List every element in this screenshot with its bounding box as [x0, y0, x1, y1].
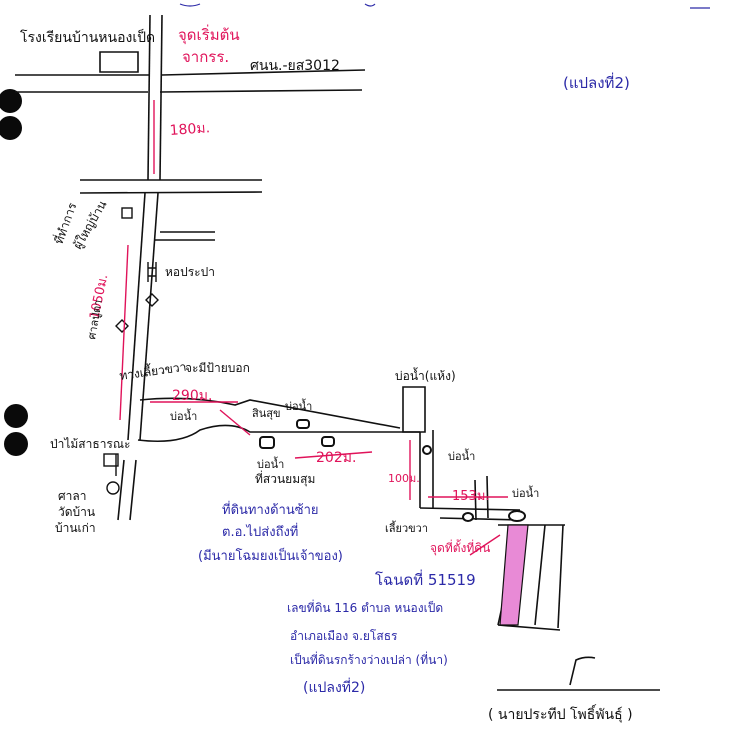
turn-note-label-2: จะมีป้ายบอก: [185, 361, 250, 375]
binder-hole-4: [4, 432, 28, 456]
signer-name: ( นายประทีป โพธิ์พันธุ์ ): [488, 707, 633, 723]
plot-line-3: [557, 524, 564, 629]
arrow-1050: [119, 244, 129, 421]
arrow-202: [294, 451, 373, 459]
shrine2-icon: [115, 319, 129, 333]
temple-label-3: บ้านเก่า: [55, 521, 96, 535]
dist-290-label: 290ม.: [172, 388, 212, 404]
road-network: [15, 14, 660, 691]
shrine-icon: [145, 293, 159, 307]
pond-icon-3: [321, 436, 335, 447]
ponds: [259, 419, 526, 522]
road-top-lower-r: [159, 89, 363, 93]
pond-icon-4: [422, 445, 432, 455]
pond-icon-2: [296, 419, 310, 429]
arrow-destination: [469, 534, 501, 556]
school-box: [99, 51, 139, 73]
pond-label-1: บ่อน้ำ: [170, 408, 197, 423]
plot-top-label: (แปลงที่2): [563, 72, 630, 92]
road-mid-lower: [79, 191, 263, 194]
left-label: ป่าไม้สาธารณะ: [50, 437, 130, 451]
field-note-label: ที่สวนยมสุม: [255, 470, 315, 487]
arrow-290-diag: [219, 409, 251, 436]
note-line-1: ที่ดินทางด้านซ้าย: [222, 501, 318, 518]
binder-hole-3: [4, 404, 28, 428]
well-top-label: บ่อน้ำ(แห้ง): [395, 367, 456, 383]
main-road-left-low: [127, 192, 146, 441]
flag-icon: [103, 453, 119, 467]
turn-note-label: ทางเลี้ยวขวา: [118, 358, 187, 383]
temple-icon: [106, 481, 120, 495]
right-road-top: [419, 507, 521, 511]
right-road-bottom: [439, 517, 521, 521]
main-road-right-low: [139, 192, 159, 441]
signature-mark: [569, 656, 596, 686]
road-top-upper-r: [161, 69, 366, 76]
addr-line-1: เลขที่ดิน 116 ตำบล หนองเป็ด: [287, 599, 443, 615]
side-road-top: [139, 397, 401, 429]
plot-bottom-label: (แปลงที่2): [303, 678, 365, 696]
pond-right-label: บ่อน้ำ: [448, 448, 475, 463]
start-from-label: จากรร.: [182, 48, 229, 66]
temple-label-2: วัดบ้าน: [58, 505, 95, 519]
water-tower-icon: [147, 262, 157, 282]
pond-far-label: บ่อน้ำ: [512, 485, 539, 500]
main-road-right-top: [159, 14, 163, 181]
start-point-label: จุดเริ่มต้น: [178, 24, 240, 45]
pond-label-3: บ่อน้ำ: [257, 456, 284, 471]
main-road-right-bottom: [129, 459, 137, 521]
landmark-icons: [103, 207, 159, 495]
side-road-bottom: [137, 424, 420, 443]
pond-icon-6: [462, 512, 474, 522]
dist-180-label: 180ม.: [169, 120, 210, 139]
well-top-box: [402, 386, 426, 433]
turn-right-label: เลี้ยวขวา: [385, 520, 428, 535]
deed-label: โฉนดที่ 51519: [375, 569, 476, 589]
dist-153-label: 153ม.: [452, 489, 490, 504]
village-head-icon: [121, 207, 133, 219]
pond-label-2: บ่อน้ำ: [285, 398, 312, 413]
binder-hole-1: [0, 89, 22, 113]
pond-icon-5: [508, 510, 526, 522]
note-line-3: (มีนายโฉมยงเป็นเจ้าของ): [198, 546, 343, 564]
plot-bottom-edge: [497, 624, 561, 631]
school-label: โรงเรียนบ้านหนองเป็ด: [20, 28, 155, 46]
binder-hole-2: [0, 116, 22, 140]
distance-arrows: [119, 100, 508, 556]
destination-plot: [499, 524, 529, 626]
pond-farm-label: สินสุข: [252, 407, 281, 420]
map-labels: โรงเรียนบ้านหนองเป็ด จุดเริ่มต้น จากรร. …: [20, 24, 630, 696]
pond-icon-1: [259, 436, 275, 449]
temple-label: ศาลา: [58, 489, 86, 503]
water-tower-label: หอประปา: [165, 265, 215, 279]
main-road-left-bottom: [117, 459, 125, 521]
plot-line-2: [534, 524, 546, 626]
note-line-2: ต.อ.ไปส่งถึงที่: [222, 523, 298, 540]
dist-202-label: 202ม.: [316, 450, 356, 466]
road-code-label: ศนน.-ยส3012: [250, 58, 340, 74]
destination-label: จุดที่ตั้งที่ดิน: [430, 539, 490, 556]
dist-100-label: 100ม.: [388, 472, 420, 485]
addr-line-2: อำเภอเมือง จ.ยโสธร: [290, 629, 398, 643]
top-edge-marks: [179, 3, 710, 9]
main-road-left-top: [147, 14, 151, 181]
addr-line-3: เป็นที่ดินรกร้างว่างเปล่า (ที่นา): [290, 651, 448, 667]
right-road-end: [474, 479, 477, 521]
